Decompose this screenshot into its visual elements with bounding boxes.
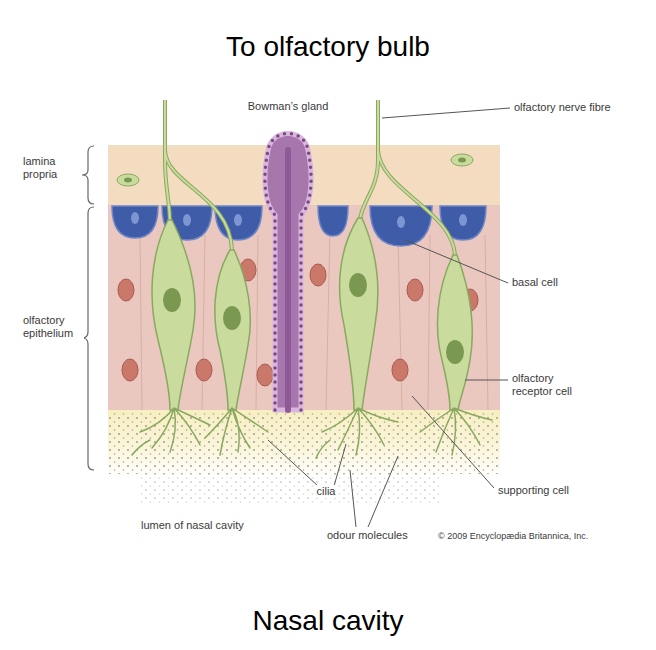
region-name: olfactory epithelium [22,314,84,340]
receptor-cell [152,218,472,410]
nerve-fibre [165,100,455,255]
gland-lumen [285,150,291,410]
cilia [132,408,492,458]
direction-label: Nasal cavity [252,604,405,638]
part-name: olfactory nerve fibre [513,101,612,114]
receptor-nucleus [163,273,464,364]
epithelium [108,205,500,410]
part-name: Bowman’s gland [247,100,330,113]
part-name: supporting cell [497,484,570,497]
region-name: lumen of nasal cavity [140,519,245,532]
part-name: basal cell [511,276,559,289]
odour-dots [108,412,500,474]
part-name: odour molecules [326,529,409,542]
odour-dots [140,474,440,504]
leader-line [268,108,510,527]
nerve-fibre-core [165,100,455,255]
part-name: olfactory receptor cell [511,372,587,398]
gland-border [265,134,311,411]
mucus-layer [108,408,500,478]
part-name: cilia [316,485,337,498]
bracket [82,146,94,470]
bowmans-gland [265,134,311,411]
copyright-note: © 2009 Encyclopædia Britannica, Inc. [437,531,589,542]
direction-label: To olfactory bulb [225,30,431,64]
region-name: lamina propria [22,155,80,181]
